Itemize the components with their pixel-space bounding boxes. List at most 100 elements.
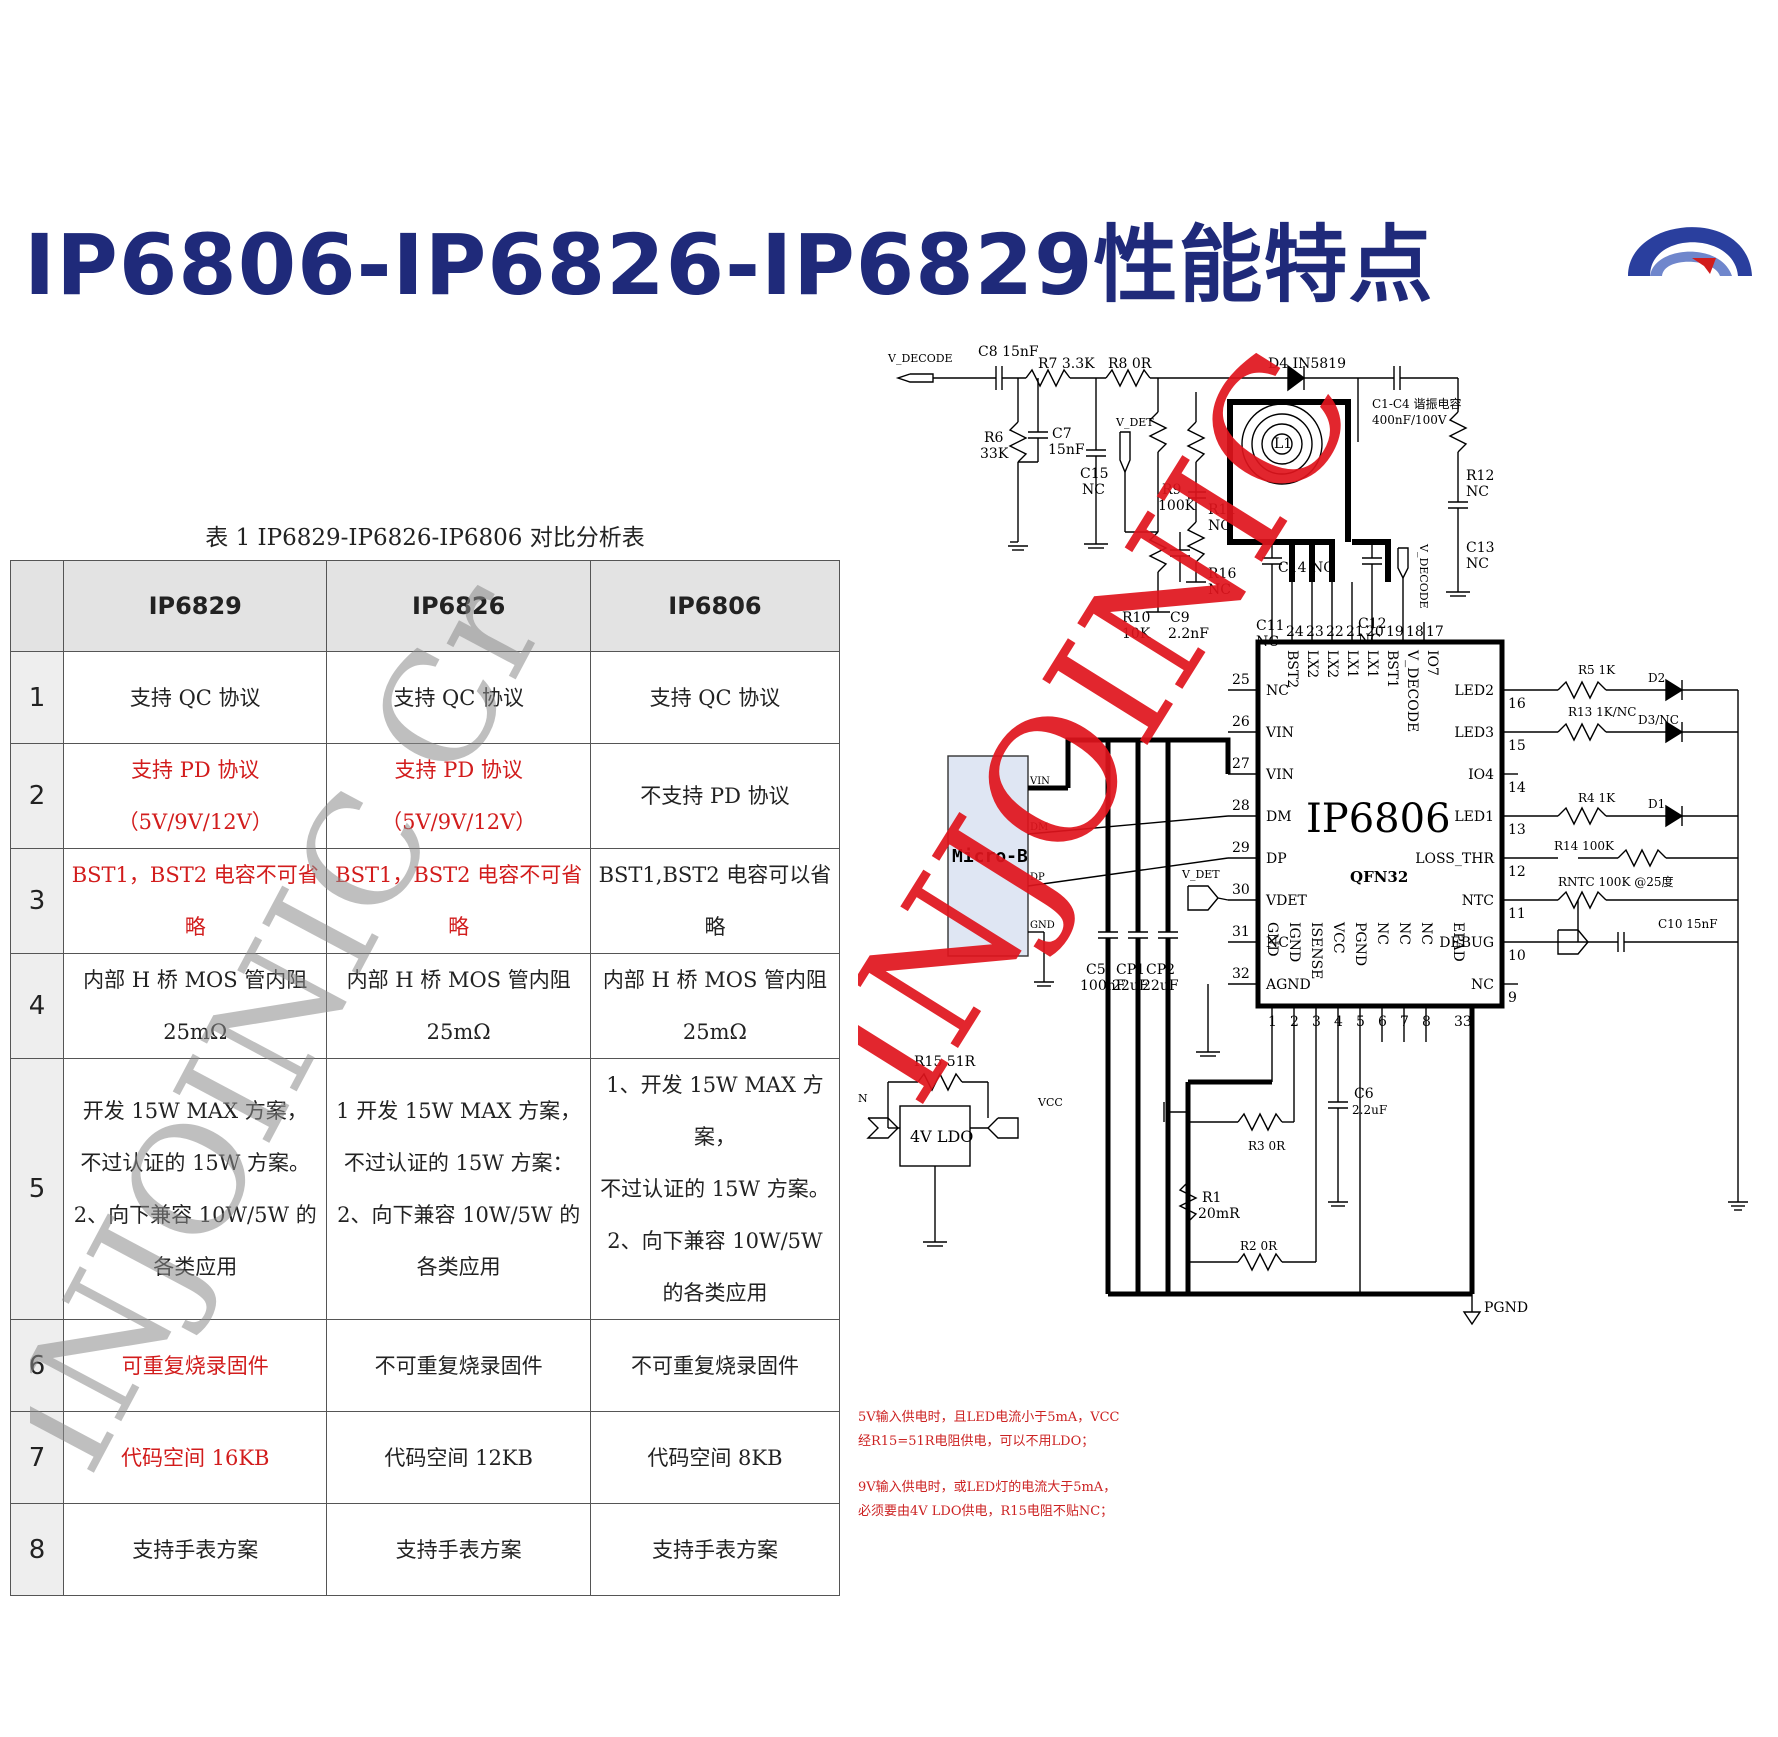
svg-text:R11: R11 <box>1208 502 1236 518</box>
cell-text: 支持 QC 协议 <box>129 685 261 710</box>
cell-text: BST1，BST2 电容不可省略 <box>335 863 583 939</box>
pin-number: 10 <box>1508 948 1526 964</box>
svg-text:2.2uF: 2.2uF <box>1352 1103 1387 1117</box>
svg-text:2.2nF: 2.2nF <box>1168 626 1209 642</box>
cell-text: 不过认证的 15W 方案： <box>343 1151 574 1175</box>
pin-name: LED3 <box>1454 725 1494 741</box>
svg-text:33K: 33K <box>980 446 1009 462</box>
pin-name: VDET <box>1265 893 1308 909</box>
svg-text:C9: C9 <box>1170 610 1190 626</box>
svg-text:4V LDO: 4V LDO <box>910 1127 973 1146</box>
pin-name: NC <box>1266 935 1289 951</box>
svg-text:PGND: PGND <box>1484 1300 1528 1316</box>
cell-text: 支持 PD 协议（5V/9V/12V） <box>117 758 273 834</box>
table-cell: 支持 PD 协议（5V/9V/12V） <box>326 743 591 849</box>
pin-number: 33 <box>1454 1014 1472 1030</box>
svg-text:NC: NC <box>1208 582 1231 598</box>
pin-number: 29 <box>1232 840 1250 856</box>
row-number: 7 <box>10 1411 64 1504</box>
svg-text:V_DECODE: V_DECODE <box>1417 543 1430 609</box>
pin-number: 4 <box>1334 1014 1343 1030</box>
svg-text:20mR: 20mR <box>1198 1206 1240 1222</box>
pin-number: 18 <box>1406 624 1424 640</box>
pin-name: VIN <box>1265 767 1294 783</box>
svg-text:R2 0R: R2 0R <box>1240 1239 1278 1253</box>
pin-number: 11 <box>1508 906 1526 922</box>
pin-name: LOSS_THR <box>1415 851 1494 867</box>
pin-name: ISENSE <box>1308 922 1324 979</box>
cell-text: 1 开发 15W MAX 方案， <box>336 1099 582 1123</box>
pin-number: 17 <box>1426 624 1444 640</box>
pin-name: DEBUG <box>1439 935 1494 951</box>
table-cell: 支持 QC 协议 <box>62 651 328 744</box>
pin-name: NC <box>1471 977 1494 993</box>
cell-text: 不可重复烧录固件 <box>374 1353 543 1378</box>
svg-text:GND: GND <box>1030 920 1055 931</box>
svg-text:D3/NC: D3/NC <box>1638 713 1679 727</box>
cell-text: 2、向下兼容 10W/5W 的各类应用 <box>607 1229 823 1305</box>
svg-text:NC: NC <box>1466 484 1489 500</box>
pin-name: IGND <box>1286 922 1302 962</box>
pin-number: 5 <box>1356 1014 1365 1030</box>
svg-text:10K: 10K <box>1122 626 1151 642</box>
table-cell: 支持 QC 协议 <box>589 651 841 744</box>
svg-text:VIN: VIN <box>1029 776 1050 787</box>
pin-name: V_DECODE <box>1404 649 1420 732</box>
table-cell: BST1，BST2 电容不可省略 <box>326 848 591 954</box>
svg-text:IP6806: IP6806 <box>1306 796 1451 842</box>
svg-text:L1: L1 <box>1274 436 1292 452</box>
svg-text:R16: R16 <box>1208 566 1236 582</box>
svg-text:C5: C5 <box>1086 962 1106 978</box>
svg-text:15nF: 15nF <box>1048 442 1085 458</box>
svg-text:R10: R10 <box>1122 610 1150 626</box>
pin-name: PGND <box>1352 922 1368 966</box>
note-line-1: 5V输入供电时，且LED电流小于5mA，VCC <box>858 1410 1120 1425</box>
svg-text:NC: NC <box>1466 556 1489 572</box>
pin-number: 27 <box>1232 756 1250 772</box>
svg-text:R7 3.3K: R7 3.3K <box>1038 356 1095 372</box>
pin-number: 15 <box>1508 738 1526 754</box>
row-number: 5 <box>10 1058 64 1320</box>
svg-text:100nF: 100nF <box>1080 978 1126 994</box>
pin-name: GND <box>1264 922 1280 957</box>
pin-number: 28 <box>1232 798 1250 814</box>
svg-text:400nF/100V: 400nF/100V <box>1372 413 1447 427</box>
note-line-3: 9V输入供电时，或LED灯的电流大于5mA， <box>858 1480 1117 1495</box>
pin-name: BST2 <box>1284 650 1300 688</box>
pin-number: 13 <box>1508 822 1526 838</box>
svg-text:V_DECODE: V_DECODE <box>887 352 953 365</box>
pin-name: LX1 <box>1364 650 1380 678</box>
pin-name: LX1 <box>1344 650 1360 678</box>
row-number: 4 <box>10 953 64 1059</box>
cell-text: 内部 H 桥 MOS 管内阻 25mΩ <box>346 968 571 1044</box>
cell-text: 可重复烧录固件 <box>121 1353 269 1378</box>
svg-text:R14 100K: R14 100K <box>1554 839 1615 853</box>
pin-name: DP <box>1266 851 1287 867</box>
table-cell: 内部 H 桥 MOS 管内阻 25mΩ <box>62 953 328 1059</box>
svg-text:R3 0R: R3 0R <box>1248 1139 1286 1153</box>
pin-number: 7 <box>1400 1014 1409 1030</box>
cell-text: 2、向下兼容 10W/5W 的各类应用 <box>337 1203 581 1279</box>
cell-text: 不过认证的 15W 方案。 <box>80 1151 311 1175</box>
row-number: 2 <box>10 743 64 849</box>
pin-name: LX2 <box>1324 650 1340 678</box>
pin-number: 19 <box>1386 624 1404 640</box>
table-cell: 1 开发 15W MAX 方案， 不过认证的 15W 方案： 2、向下兼容 10W/… <box>326 1058 591 1320</box>
pin-number: 1 <box>1268 1014 1277 1030</box>
svg-text:R1: R1 <box>1202 1190 1221 1206</box>
table-cell: 不可重复烧录固件 <box>589 1319 841 1412</box>
pin-name: NC <box>1374 922 1390 945</box>
cell-text: 代码空间 8KB <box>647 1445 783 1470</box>
pin-name: IO7 <box>1424 650 1440 676</box>
pin-name: DM <box>1266 809 1292 825</box>
svg-text:R8 0R: R8 0R <box>1108 356 1152 372</box>
header-ip6826: IP6826 <box>326 560 591 652</box>
pin-name: AGND <box>1265 977 1311 993</box>
table-cell: 支持手表方案 <box>62 1503 328 1596</box>
svg-text:V_DET: V_DET <box>1115 416 1154 429</box>
cell-text: BST1,BST2 电容可以省略 <box>598 863 832 939</box>
